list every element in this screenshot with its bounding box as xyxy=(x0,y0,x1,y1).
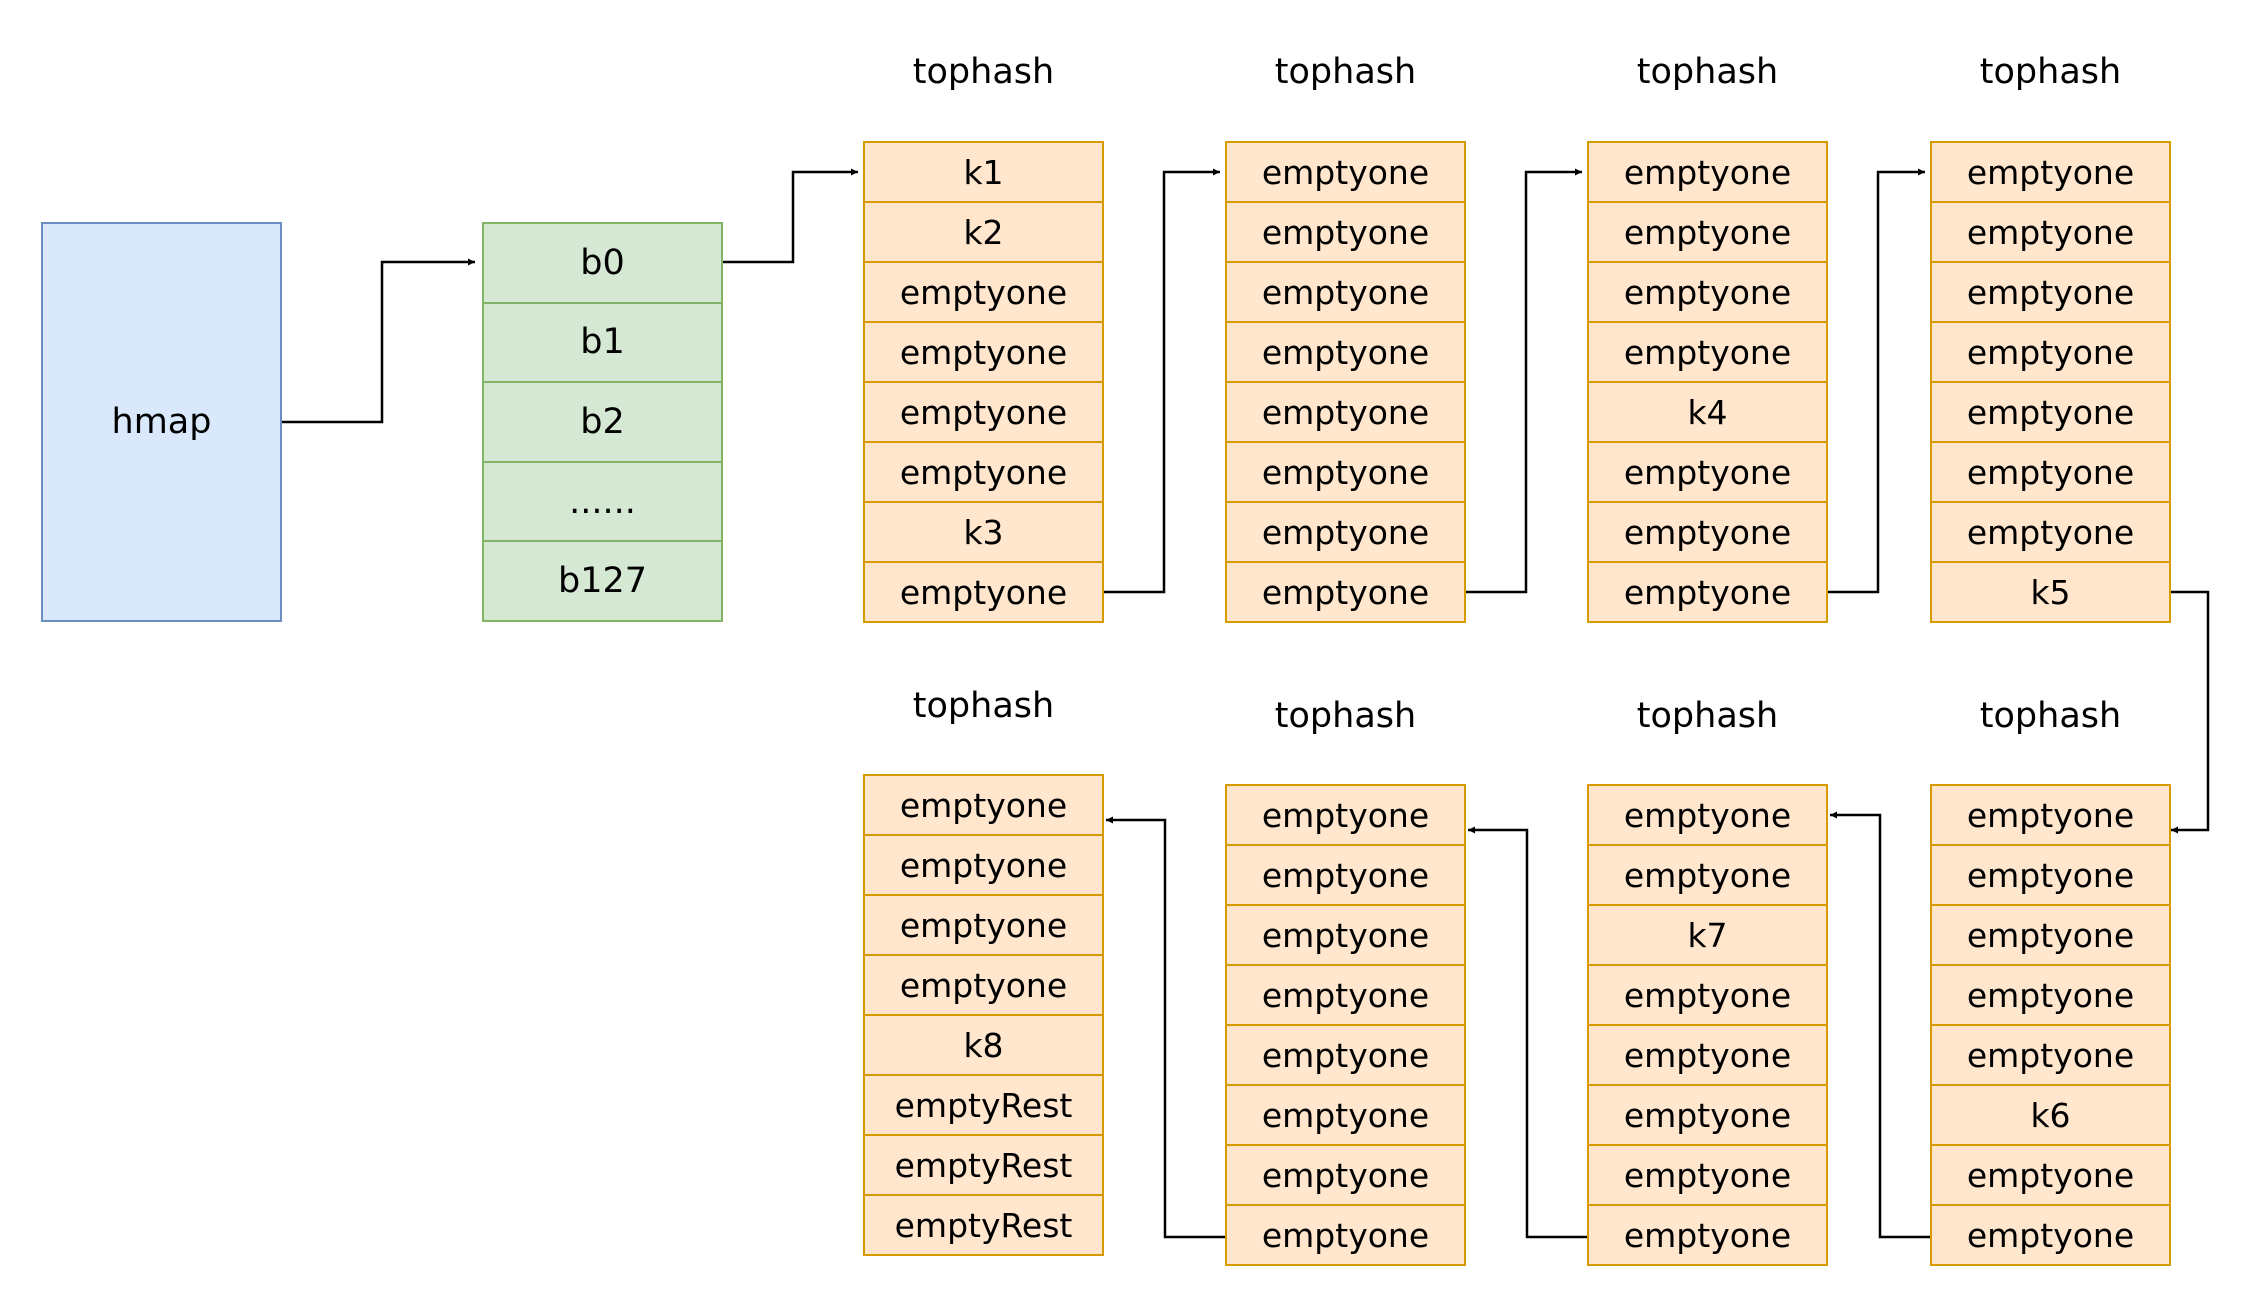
tophash-slot: emptyone xyxy=(1589,261,1826,321)
tophash-slot: emptyRest xyxy=(865,1134,1102,1194)
bucket-entry: b2 xyxy=(484,381,721,461)
tophash-slot: emptyone xyxy=(1227,441,1464,501)
bucket-title: tophash xyxy=(912,52,1055,92)
bucket-title: tophash xyxy=(912,686,1055,726)
tophash-slot: emptyone xyxy=(865,321,1102,381)
tophash-slot: emptyone xyxy=(1589,1204,1826,1264)
tophash-slot: k1 xyxy=(963,152,1004,192)
hmap-label: hmap xyxy=(111,402,212,442)
tophash-slot: emptyone xyxy=(899,785,1068,825)
tophash-slot: emptyone xyxy=(1932,964,2169,1024)
bucket-title: tophash xyxy=(1274,52,1417,92)
tophash-slot: emptyone xyxy=(865,261,1102,321)
tophash-slot: emptyone xyxy=(1932,261,2169,321)
tophash-slot: emptyone xyxy=(1932,844,2169,904)
tophash-slot: emptyone xyxy=(1623,795,1792,835)
tophash-slot: emptyone xyxy=(1589,1024,1826,1084)
tophash-slot: emptyone xyxy=(1227,501,1464,561)
arrow-bucket-3-to-bucket-4 xyxy=(1828,168,1925,594)
tophash-slot: emptyone xyxy=(1589,844,1826,904)
tophash-slots: emptyone emptyone emptyone emptyone k8 e… xyxy=(863,774,1104,1256)
tophash-slots: emptyone emptyone emptyone emptyone empt… xyxy=(1225,141,1466,623)
tophash-slot: emptyone xyxy=(865,381,1102,441)
tophash-slot: emptyone xyxy=(865,834,1102,894)
tophash-slot: emptyone xyxy=(1589,1084,1826,1144)
tophash-slot: emptyone xyxy=(1261,795,1430,835)
tophash-slot: emptyone xyxy=(865,954,1102,1014)
tophash-slot: emptyone xyxy=(1589,321,1826,381)
tophash-slot: emptyone xyxy=(1227,1144,1464,1204)
hmap-node: hmap xyxy=(41,222,282,622)
tophash-slot: emptyone xyxy=(1966,152,2135,192)
tophash-slot: emptyone xyxy=(1227,904,1464,964)
arrow-bucket-7-to-bucket-8 xyxy=(1106,816,1227,1239)
tophash-slot: emptyone xyxy=(1966,795,2135,835)
tophash-slots: emptyone emptyone emptyone emptyone k4 e… xyxy=(1587,141,1828,623)
tophash-slot: emptyone xyxy=(1227,844,1464,904)
tophash-slot: emptyone xyxy=(1932,321,2169,381)
tophash-slot: emptyone xyxy=(1932,904,2169,964)
tophash-slot: emptyone xyxy=(1227,964,1464,1024)
tophash-slot: emptyone xyxy=(1623,152,1792,192)
bucket-entry: ...... xyxy=(484,460,721,541)
bucket-array: b0 b1 b2 ...... b127 xyxy=(482,222,723,622)
arrow-b0-to-bucket-1 xyxy=(723,168,858,264)
tophash-slots: emptyone emptyone emptyone emptyone empt… xyxy=(1225,784,1466,1266)
tophash-slots: emptyone emptyone k7 emptyone emptyone e… xyxy=(1587,784,1828,1266)
tophash-slot: emptyone xyxy=(1589,201,1826,261)
tophash-slot: emptyone xyxy=(1932,1204,2169,1264)
tophash-slot: emptyone xyxy=(1227,1024,1464,1084)
tophash-slot: emptyone xyxy=(1932,441,2169,501)
tophash-slot: emptyone xyxy=(1261,152,1430,192)
tophash-slot: emptyone xyxy=(865,441,1102,501)
tophash-slot: emptyone xyxy=(1932,1024,2169,1084)
tophash-slot: k4 xyxy=(1589,381,1826,441)
tophash-slot: emptyone xyxy=(1932,501,2169,561)
tophash-slots: emptyone emptyone emptyone emptyone empt… xyxy=(1930,141,2171,623)
bucket-title: tophash xyxy=(1979,52,2122,92)
tophash-slot: k5 xyxy=(1932,561,2169,621)
bucket-entry: b0 xyxy=(580,242,625,283)
tophash-slot: emptyone xyxy=(1932,381,2169,441)
tophash-slot: emptyone xyxy=(1227,1084,1464,1144)
tophash-slot: emptyone xyxy=(1932,201,2169,261)
bucket-title: tophash xyxy=(1979,696,2122,736)
tophash-slot: k2 xyxy=(865,201,1102,261)
bucket-title: tophash xyxy=(1636,52,1779,92)
bucket-title: tophash xyxy=(1274,696,1417,736)
bucket-title: tophash xyxy=(1636,696,1779,736)
arrow-bucket-6-to-bucket-7 xyxy=(1468,826,1589,1239)
tophash-slot: emptyone xyxy=(865,894,1102,954)
arrow-bucket-4-to-bucket-5 xyxy=(2171,590,2210,834)
bucket-entry: b1 xyxy=(484,301,721,382)
arrow-bucket-1-to-bucket-2 xyxy=(1104,168,1220,594)
tophash-slot: k3 xyxy=(865,501,1102,561)
tophash-slot: emptyone xyxy=(1589,501,1826,561)
tophash-slot: emptyone xyxy=(865,561,1102,621)
tophash-slot: emptyone xyxy=(1227,1204,1464,1264)
tophash-slot: emptyone xyxy=(1589,1144,1826,1204)
tophash-slot: emptyone xyxy=(1227,201,1464,261)
tophash-slot: emptyone xyxy=(1589,441,1826,501)
tophash-slot: k8 xyxy=(865,1014,1102,1074)
tophash-slot: emptyRest xyxy=(865,1194,1102,1254)
tophash-slot: k7 xyxy=(1589,904,1826,964)
tophash-slot: emptyone xyxy=(1589,964,1826,1024)
tophash-slot: emptyone xyxy=(1227,381,1464,441)
tophash-slot: emptyone xyxy=(1932,1144,2169,1204)
tophash-slot: emptyRest xyxy=(865,1074,1102,1134)
arrow-bucket-2-to-bucket-3 xyxy=(1466,168,1582,594)
arrow-hmap-to-b0 xyxy=(282,258,475,424)
tophash-slot: emptyone xyxy=(1227,561,1464,621)
tophash-slot: emptyone xyxy=(1589,561,1826,621)
tophash-slot: k6 xyxy=(1932,1084,2169,1144)
tophash-slots: k1 k2 emptyone emptyone emptyone emptyon… xyxy=(863,141,1104,623)
arrow-bucket-5-to-bucket-6 xyxy=(1830,811,1930,1239)
tophash-slot: emptyone xyxy=(1227,261,1464,321)
tophash-slot: emptyone xyxy=(1227,321,1464,381)
bucket-entry: b127 xyxy=(484,540,721,620)
tophash-slots: emptyone emptyone emptyone emptyone empt… xyxy=(1930,784,2171,1266)
